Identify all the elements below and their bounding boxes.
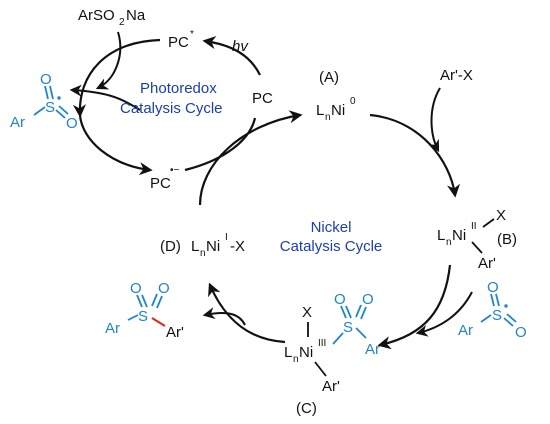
- svg-text:0: 0: [350, 96, 356, 107]
- radical-anion-mark: •−: [170, 165, 180, 176]
- sodium-sulfinate: ArSO 2 Na: [78, 7, 146, 28]
- species-A-ni0: L n Ni 0: [316, 96, 356, 123]
- nickel-cycle: Nickel Catalysis Cycle Ar'-X (A) (B) (C)…: [160, 67, 517, 417]
- svg-text:-X: -X: [230, 238, 245, 255]
- arc-to-pc-reduced: [78, 114, 153, 176]
- svg-text:n: n: [446, 237, 452, 248]
- sulfonyl-radical-right: Ar S O O: [458, 279, 527, 341]
- sulfinate-Na: Na: [126, 7, 146, 24]
- svg-text:Ar: Ar: [458, 322, 473, 339]
- svg-text:n: n: [325, 112, 331, 123]
- arrow-radical-out: [69, 84, 141, 111]
- nickel-label-2: Catalysis Cycle: [280, 238, 383, 255]
- arc-pcstar-to-pc-radical-anion: [72, 38, 161, 118]
- svg-text:O: O: [158, 280, 170, 297]
- svg-text:S: S: [138, 308, 148, 325]
- pc-reduced: PC: [150, 175, 171, 192]
- photoredox-label-1: Photoredox: [140, 80, 217, 97]
- radical-Ar: Ar: [10, 114, 25, 131]
- arrow-sulfinate-in: [95, 31, 122, 90]
- arc-D-to-A: [198, 110, 303, 206]
- arrow-product-out: [202, 307, 246, 326]
- species-B-ni2: L n Ni II X Ar': [437, 207, 506, 272]
- svg-text:L: L: [191, 238, 199, 255]
- svg-text:S: S: [343, 319, 353, 336]
- svg-text:n: n: [293, 354, 299, 365]
- svg-text:O: O: [515, 324, 527, 341]
- svg-text:Ni: Ni: [299, 344, 313, 361]
- radical-dot: [57, 96, 61, 100]
- photoredox-label-2: Catalysis Cycle: [120, 100, 223, 117]
- pc-excited: PC: [168, 34, 189, 51]
- svg-text:X: X: [302, 304, 312, 321]
- svg-text:Ar': Ar': [322, 378, 340, 395]
- hv-label: hv: [232, 38, 249, 55]
- excited-mark: *: [190, 29, 194, 40]
- svg-text:L: L: [284, 344, 292, 361]
- label-B: (B): [497, 231, 517, 248]
- label-C: (C): [296, 400, 317, 417]
- svg-text:Ni: Ni: [206, 238, 220, 255]
- arc-A-to-B: [369, 113, 461, 198]
- radical-S: S: [45, 99, 55, 116]
- svg-text:Ar': Ar': [166, 324, 184, 341]
- svg-text:III: III: [318, 338, 326, 349]
- sulfinate-ArSO: ArSO: [78, 7, 115, 24]
- arrow-aryl-halide-in: [428, 87, 441, 153]
- arc-pc-reduced-to-pc: [184, 117, 257, 172]
- svg-text:II: II: [471, 221, 477, 232]
- arc-B-to-C: [377, 264, 452, 350]
- arc-C-to-D: [208, 282, 286, 344]
- new-cs-bond: [151, 317, 166, 327]
- label-D: (D): [160, 238, 181, 255]
- aryl-halide: Ar'-X: [440, 67, 473, 84]
- arc-pc-to-pcstar: [202, 36, 261, 76]
- label-A: (A): [319, 69, 339, 86]
- nickel-label-1: Nickel: [311, 219, 352, 236]
- radical-O-top: O: [40, 71, 52, 88]
- svg-text:O: O: [362, 291, 374, 308]
- svg-text:Ar: Ar: [105, 320, 120, 337]
- svg-text:Ar: Ar: [365, 341, 380, 358]
- sulfinate-sub2: 2: [119, 17, 125, 28]
- svg-text:O: O: [130, 280, 142, 297]
- svg-text:X: X: [496, 207, 506, 224]
- svg-text:S: S: [492, 307, 502, 324]
- species-C-ni3: X L n Ni III S O O Ar Ar': [284, 291, 380, 395]
- svg-text:I: I: [225, 232, 228, 243]
- pc-ground: PC: [252, 90, 273, 107]
- photoredox-cycle: Photoredox Catalysis Cycle ArSO 2 Na PC …: [69, 7, 273, 192]
- svg-text:n: n: [200, 248, 206, 259]
- sulfone-product: Ar S O O Ar': [105, 280, 184, 341]
- radical-O-right: O: [66, 115, 78, 132]
- svg-text:Ni: Ni: [331, 102, 345, 119]
- svg-text:L: L: [316, 102, 324, 119]
- svg-text:L: L: [437, 227, 445, 244]
- svg-text:O: O: [334, 291, 346, 308]
- species-D-ni1: L n Ni I -X: [191, 232, 245, 259]
- svg-text:Ar': Ar': [478, 255, 496, 272]
- arrow-radical-in: [415, 291, 473, 337]
- svg-text:O: O: [487, 279, 499, 296]
- svg-text:Ni: Ni: [452, 227, 466, 244]
- sulfonyl-radical-left: Ar S O O: [10, 71, 78, 132]
